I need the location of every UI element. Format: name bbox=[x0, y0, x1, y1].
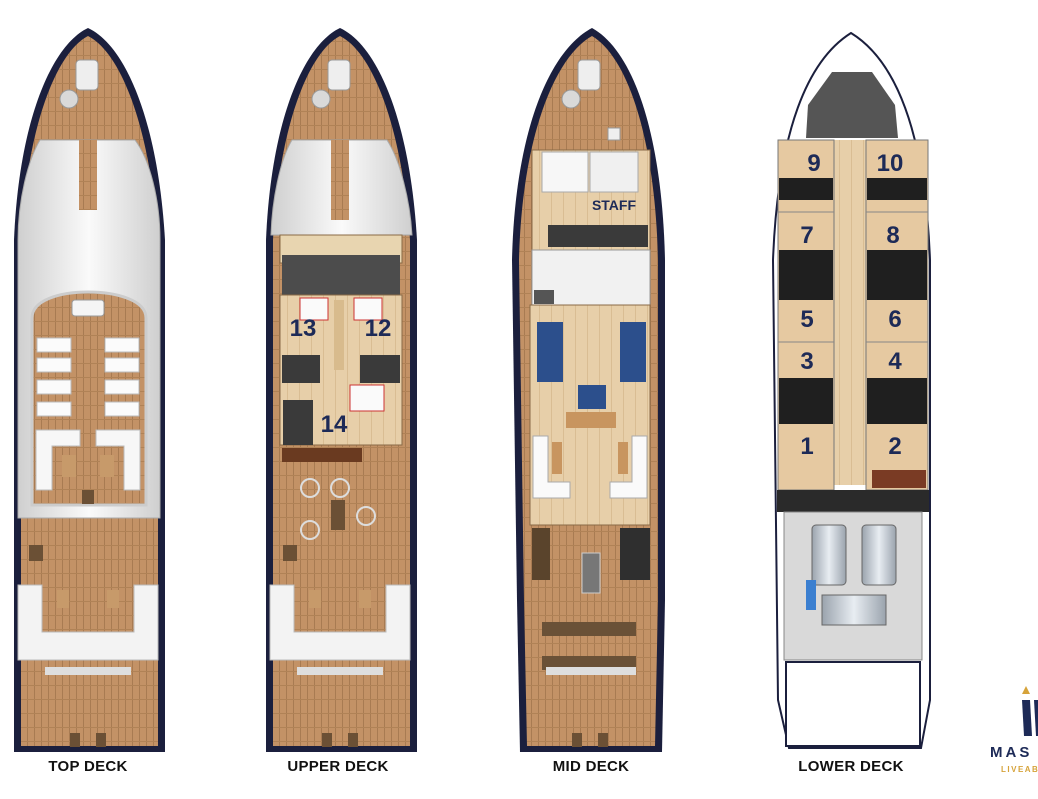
cabin-number-10: 10 bbox=[877, 150, 904, 177]
deck-label-upper: UPPER DECK bbox=[287, 758, 389, 775]
generator bbox=[821, 594, 887, 626]
cabin-beds bbox=[299, 297, 385, 412]
upper-deck-helm bbox=[282, 255, 400, 295]
upper-deck-dining-tables bbox=[300, 478, 376, 540]
cabin-number-2: 2 bbox=[888, 433, 901, 460]
mid-deck-dive-station bbox=[581, 552, 601, 594]
upper-deck-stairs bbox=[283, 545, 297, 561]
mid-deck-stairs bbox=[532, 528, 550, 580]
brand-logo-icon bbox=[1022, 686, 1038, 736]
upper-deck-aft-table bbox=[359, 590, 371, 608]
cabin-number-14: 14 bbox=[321, 411, 348, 438]
upper-deck-transom bbox=[297, 667, 383, 675]
mid-deck-sofas bbox=[532, 435, 648, 499]
top-deck-aft-sofa bbox=[17, 584, 159, 661]
mid-deck-dive-benches bbox=[542, 622, 636, 670]
lower-deck-cabin-dividers bbox=[778, 211, 928, 343]
mid-deck-staff-bath bbox=[548, 225, 648, 247]
lower-deck bbox=[771, 31, 931, 749]
cabin-bathrooms bbox=[282, 355, 400, 445]
mid-deck-galley-counter bbox=[534, 290, 554, 304]
mid-deck-wc bbox=[620, 528, 650, 580]
lower-deck-stairs bbox=[872, 470, 926, 488]
upper-deck-ladder bbox=[322, 733, 358, 747]
brand-name: MAS bbox=[990, 744, 1033, 761]
cabin-number-12: 12 bbox=[365, 315, 392, 342]
mid-deck-transom bbox=[546, 667, 636, 675]
cabin-number-13: 13 bbox=[290, 315, 317, 342]
top-deck-ladder bbox=[70, 733, 106, 747]
top-deck-transom bbox=[45, 667, 131, 675]
lower-deck-bulkhead bbox=[777, 490, 929, 512]
brand-logo: MAS LIVEAB bbox=[988, 686, 1038, 781]
mid-deck-bow-winch bbox=[577, 59, 601, 91]
upper-deck-bow-winch bbox=[327, 59, 351, 91]
brand-subtitle: LIVEAB bbox=[1001, 765, 1038, 774]
top-deck-aft-table bbox=[107, 590, 119, 608]
mid-deck-side-table bbox=[552, 442, 562, 474]
mid-deck-side-table bbox=[618, 442, 628, 474]
lower-deck-corridor bbox=[834, 140, 866, 485]
cabin-number-5: 5 bbox=[800, 306, 813, 333]
deck-label-top: TOP DECK bbox=[48, 758, 128, 775]
upper-deck-aft-sofa bbox=[269, 584, 411, 661]
top-deck-table bbox=[62, 455, 76, 477]
mid-deck-hatch bbox=[607, 127, 621, 141]
cabin-number-1: 1 bbox=[800, 433, 813, 460]
water-tank bbox=[806, 580, 816, 610]
cabin-number-3: 3 bbox=[800, 348, 813, 375]
cabin-number-4: 4 bbox=[888, 348, 902, 375]
cabin-number-8: 8 bbox=[886, 222, 899, 249]
top-deck-bow-winch bbox=[75, 59, 99, 91]
mid-deck-dining-tables bbox=[537, 322, 646, 409]
deck-label-mid: MID DECK bbox=[552, 758, 630, 775]
top-deck-stairs bbox=[29, 490, 94, 561]
upper-deck bbox=[266, 28, 417, 752]
top-deck bbox=[14, 28, 165, 752]
mid-deck-staff-bunks bbox=[541, 151, 589, 193]
top-deck-control-console bbox=[71, 299, 105, 317]
top-deck-lounge-sofa bbox=[35, 429, 141, 491]
top-deck-table bbox=[100, 455, 114, 477]
lower-deck-forepeak bbox=[806, 72, 898, 138]
mid-deck-bow-hatch bbox=[561, 89, 581, 109]
upper-deck-corridor bbox=[334, 300, 344, 370]
upper-deck-bow-hatch bbox=[311, 89, 331, 109]
cabin-number-6: 6 bbox=[888, 306, 901, 333]
top-deck-bow-hatch bbox=[59, 89, 79, 109]
mid-deck bbox=[512, 28, 665, 752]
cabin-number-7: 7 bbox=[800, 222, 813, 249]
lower-deck-engine-room bbox=[783, 511, 923, 661]
engine-starboard bbox=[861, 524, 897, 586]
deck-label-lower: LOWER DECK bbox=[798, 758, 904, 775]
mid-deck-buffet bbox=[566, 412, 616, 428]
upper-deck-stairs bbox=[331, 500, 345, 530]
top-deck-mast-walk bbox=[79, 140, 97, 210]
mid-deck-ladder bbox=[572, 733, 608, 747]
lower-deck-bathrooms bbox=[779, 178, 927, 424]
upper-deck-aft-table bbox=[309, 590, 321, 608]
cabin-number-9: 9 bbox=[807, 150, 820, 177]
lower-deck-transom bbox=[785, 661, 921, 747]
upper-deck-bar bbox=[282, 448, 362, 462]
staff-label: STAFF bbox=[592, 197, 637, 213]
mid-deck-staff-wc bbox=[589, 151, 639, 193]
top-deck-sunbeds bbox=[36, 337, 140, 417]
engine-port bbox=[811, 524, 847, 586]
top-deck-aft-table bbox=[57, 590, 69, 608]
upper-deck-mast-walk bbox=[331, 140, 349, 220]
